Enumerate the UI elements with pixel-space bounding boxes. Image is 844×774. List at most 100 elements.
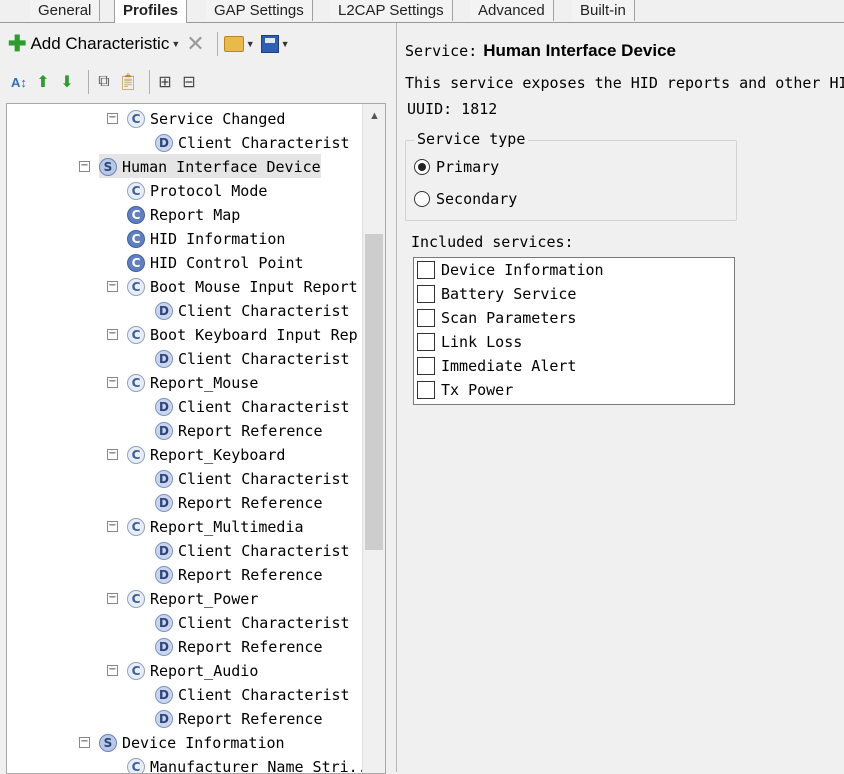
checkbox[interactable] xyxy=(417,285,435,303)
included-services-list[interactable]: Device Information Battery Service Scan … xyxy=(413,257,735,405)
add-characteristic-button[interactable]: ✚ Add Characteristic ▼ xyxy=(8,33,180,55)
tree-item-label: Client Characterist xyxy=(178,611,350,635)
characteristic-icon: C xyxy=(127,326,145,344)
profile-tree-panel: ✚ Add Characteristic ▼ ✕ ▼ ▼ A↕ ⬆ ⬇ ⧉ 📋︎… xyxy=(0,23,397,772)
copy-icon[interactable]: ⧉ xyxy=(95,73,113,91)
service-label: Service: xyxy=(405,42,477,60)
collapse-icon[interactable]: − xyxy=(107,377,118,388)
characteristic-icon: C xyxy=(127,662,145,680)
secondary-radio[interactable]: Secondary xyxy=(414,189,517,209)
tree-item[interactable]: D Client Characterist xyxy=(155,538,350,562)
collapse-icon[interactable]: − xyxy=(107,665,118,676)
checkbox[interactable] xyxy=(417,261,435,279)
open-button[interactable]: ▼ xyxy=(224,36,255,52)
included-service-item[interactable]: Immediate Alert xyxy=(417,355,576,377)
collapse-icon[interactable]: − xyxy=(107,521,118,532)
tree-item-label: Client Characterist xyxy=(178,467,350,491)
radio-selected-icon[interactable] xyxy=(414,159,430,175)
characteristic-icon: C xyxy=(127,254,145,272)
collapse-all-icon[interactable]: ⊟ xyxy=(180,73,198,91)
checkbox[interactable] xyxy=(417,357,435,375)
tab-built-in[interactable]: Built-in xyxy=(572,0,635,21)
tree-item-label: Report Reference xyxy=(178,635,323,659)
delete-icon[interactable]: ✕ xyxy=(186,33,204,55)
collapse-icon[interactable]: − xyxy=(79,737,90,748)
folder-icon xyxy=(224,36,244,52)
tab-l2cap-settings[interactable]: L2CAP Settings xyxy=(330,0,453,21)
paste-icon[interactable]: 📋︎ xyxy=(119,73,137,91)
checkbox[interactable] xyxy=(417,333,435,351)
save-button[interactable]: ▼ xyxy=(261,35,290,53)
service-detail-panel: Service:Human Interface Device This serv… xyxy=(397,23,844,772)
collapse-icon[interactable]: − xyxy=(107,329,118,340)
scrollbar-thumb[interactable] xyxy=(365,234,383,550)
tree-item-label: HID Control Point xyxy=(150,251,304,275)
collapse-icon[interactable]: − xyxy=(107,113,118,124)
collapse-icon[interactable]: − xyxy=(107,281,118,292)
tab-gap-settings[interactable]: GAP Settings xyxy=(206,0,313,21)
tree-scrollbar[interactable]: ▲ xyxy=(362,104,385,773)
tab-advanced[interactable]: Advanced xyxy=(470,0,554,21)
included-service-label: Immediate Alert xyxy=(441,357,576,375)
included-service-item[interactable]: Link Loss xyxy=(417,331,522,353)
chevron-down-icon: ▼ xyxy=(246,39,255,49)
collapse-icon[interactable]: − xyxy=(107,449,118,460)
included-service-item[interactable]: Tx Power xyxy=(417,379,513,401)
characteristic-icon: C xyxy=(127,278,145,296)
radio-unselected-icon[interactable] xyxy=(414,191,430,207)
tab-profiles[interactable]: Profiles xyxy=(114,0,187,23)
checkbox[interactable] xyxy=(417,381,435,399)
collapse-icon[interactable]: − xyxy=(107,593,118,604)
tree-item-label: Device Information xyxy=(122,731,285,755)
scroll-up-arrow-icon[interactable]: ▲ xyxy=(369,110,380,122)
included-service-item[interactable]: Device Information xyxy=(417,259,604,281)
characteristic-icon: C xyxy=(127,446,145,464)
move-up-icon[interactable]: ⬆ xyxy=(34,73,52,91)
included-service-item[interactable]: Battery Service xyxy=(417,283,576,305)
descriptor-icon: D xyxy=(155,542,173,560)
tree-item-label: Report Reference xyxy=(178,563,323,587)
tree-item-label: Client Characterist xyxy=(178,539,350,563)
move-down-icon[interactable]: ⬇ xyxy=(58,73,76,91)
tree-item[interactable]: C HID Control Point xyxy=(127,250,304,274)
characteristic-icon: C xyxy=(127,230,145,248)
included-service-item[interactable]: Scan Parameters xyxy=(417,307,576,329)
tree-item-label: Client Characterist xyxy=(178,395,350,419)
primary-radio[interactable]: Primary xyxy=(414,157,499,177)
collapse-icon[interactable]: − xyxy=(79,161,90,172)
tree-item-label: Report Reference xyxy=(178,419,323,443)
expand-all-icon[interactable]: ⊞ xyxy=(156,73,174,91)
toolbar-separator xyxy=(217,32,218,56)
sort-az-icon[interactable]: A↕ xyxy=(10,73,28,91)
checkbox[interactable] xyxy=(417,309,435,327)
tab-general[interactable]: General xyxy=(30,0,100,21)
service-type-legend: Service type xyxy=(414,130,528,148)
